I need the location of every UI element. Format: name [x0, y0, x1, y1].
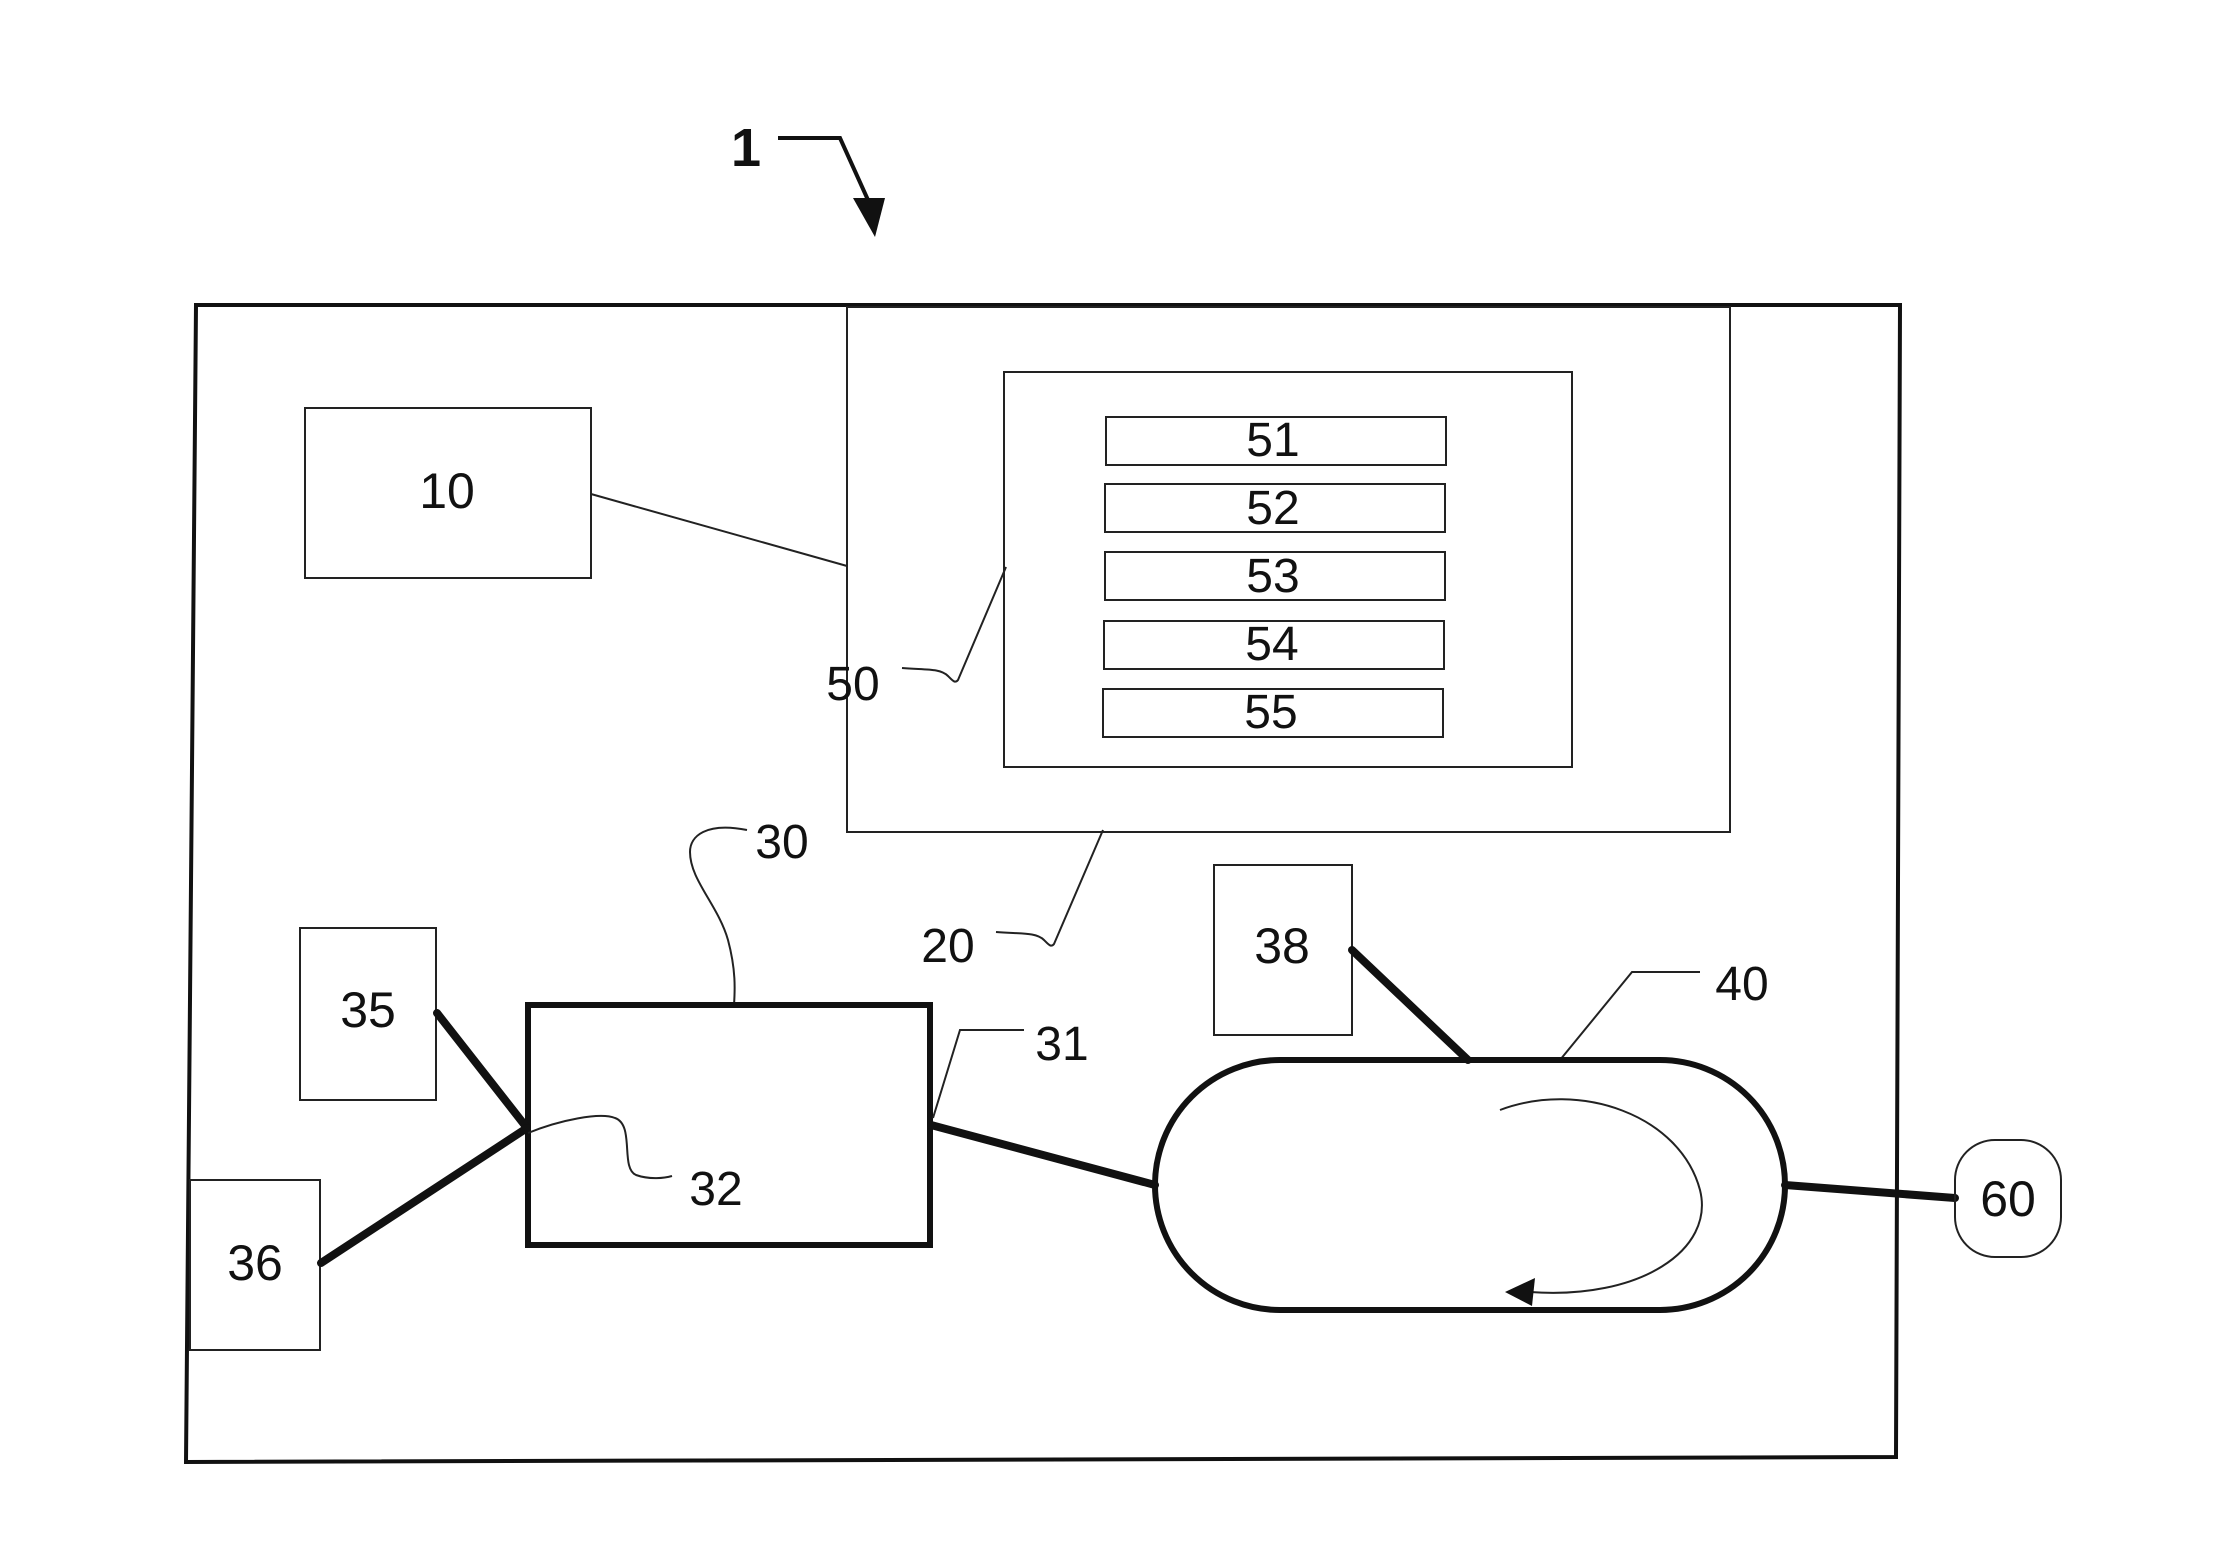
- box-36-label: 36: [227, 1235, 283, 1291]
- leader-40: [1560, 972, 1700, 1060]
- item-51-label: 51: [1246, 414, 1299, 467]
- node-60-label: 60: [1980, 1171, 2036, 1227]
- leader-20: [996, 830, 1103, 946]
- leader-50: [902, 567, 1006, 682]
- item-list: 51 52 53 54 55: [1103, 414, 1446, 739]
- box-50-label: 50: [826, 658, 879, 711]
- port-32-label: 32: [689, 1163, 742, 1216]
- connector-36-30: [321, 1128, 527, 1263]
- leader-31: [933, 1030, 1024, 1118]
- box-10-label: 10: [419, 463, 475, 519]
- loop-40-label: 40: [1715, 958, 1768, 1011]
- leader-30: [690, 828, 747, 1005]
- figure-reference-label: 1: [731, 118, 761, 178]
- box-35-label: 35: [340, 982, 396, 1038]
- box-30-label: 30: [755, 816, 808, 869]
- connector-35-30: [437, 1013, 527, 1128]
- item-55-label: 55: [1244, 686, 1297, 739]
- reference-arrow-head: [853, 198, 885, 237]
- item-54-label: 54: [1245, 618, 1298, 671]
- connector-40-60: [1785, 1185, 1955, 1198]
- rotation-arrow-head-icon: [1505, 1278, 1535, 1306]
- item-52-label: 52: [1246, 482, 1299, 535]
- box-20-label: 20: [921, 920, 974, 973]
- figure-reference: 1: [731, 118, 885, 237]
- connector-30-40: [931, 1125, 1155, 1185]
- connector-38-40: [1352, 950, 1468, 1060]
- port-31-label: 31: [1035, 1018, 1088, 1071]
- rotation-arrow-icon: [1500, 1099, 1702, 1293]
- leader-32: [528, 1116, 672, 1178]
- connector-10-20: [591, 494, 847, 566]
- item-53-label: 53: [1246, 550, 1299, 603]
- box-38-label: 38: [1254, 918, 1310, 974]
- reference-arrow-line: [778, 138, 868, 200]
- loop-40: [1155, 1060, 1785, 1310]
